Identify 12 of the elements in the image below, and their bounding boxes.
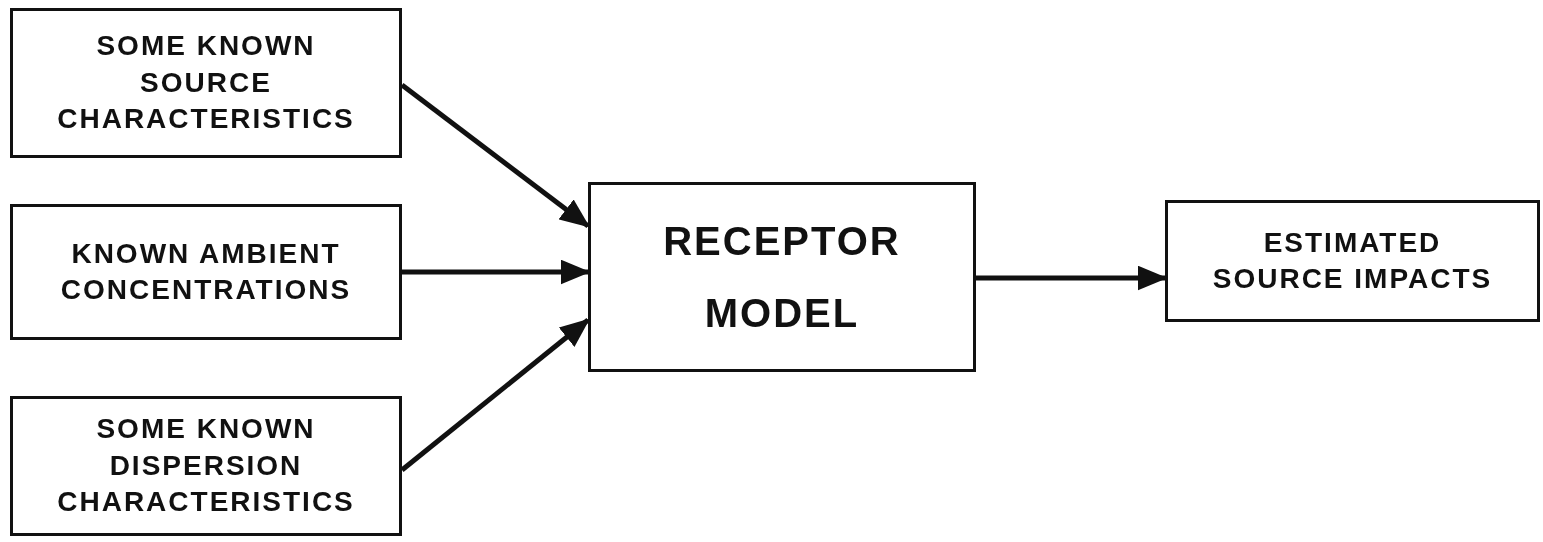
process-box: [10, 204, 402, 340]
box-label: SOME KNOWN DISPERSION CHARACTERISTICS: [56, 412, 356, 520]
box-label: RECEPTOR MODEL: [662, 218, 902, 337]
process-box: [10, 8, 402, 158]
box-label: ESTIMATED SOURCE IMPACTS: [1211, 225, 1494, 296]
process-box: [588, 182, 976, 372]
arrow: [400, 83, 590, 228]
box-label: SOME KNOWN SOURCE CHARACTERISTICS: [56, 29, 356, 137]
box-label: KNOWN AMBIENT CONCENTRATIONS: [59, 236, 353, 307]
arrow: [400, 318, 590, 472]
process-box: [1165, 200, 1540, 322]
process-box: [10, 396, 402, 536]
